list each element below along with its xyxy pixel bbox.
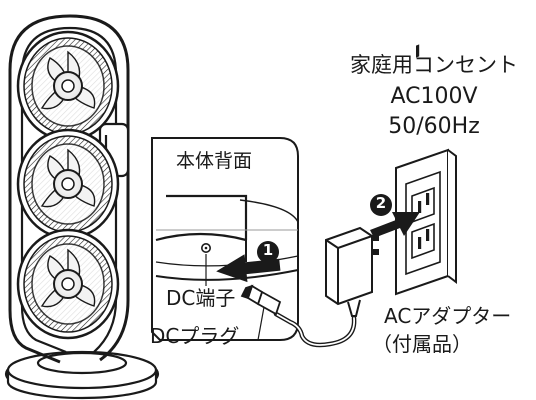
dc-plug-icon <box>240 284 282 316</box>
fan-frame <box>8 14 130 364</box>
arrow-icon <box>370 212 420 238</box>
ac-adapter-icon <box>325 226 379 317</box>
outlet-title: 家庭用コンセント <box>350 53 518 77</box>
dc-jack-icon <box>201 243 212 254</box>
step-2-number: 2 <box>375 194 387 212</box>
outlet-frequency: 50/60Hz <box>388 114 480 139</box>
outlet-voltage: AC100V <box>390 84 478 109</box>
inset-title: 本体背面 <box>176 150 253 172</box>
step-1-number: 1 <box>262 241 274 259</box>
adapter-note: （付属品） <box>372 332 472 356</box>
step-badge-icon <box>370 194 392 216</box>
fan-head-bottom <box>16 228 120 340</box>
dc-plug-label: DCプラグ <box>150 324 240 348</box>
adapter-label: ACアダプター <box>384 304 512 328</box>
fan-head-top <box>16 30 120 142</box>
inset-rear-view <box>151 137 299 341</box>
fan-head-middle <box>16 128 120 240</box>
fan-heads <box>16 30 120 340</box>
step-badge-icon <box>257 241 279 263</box>
wall-outlet-icon <box>395 44 457 296</box>
dc-jack-label: DC端子 <box>166 286 236 310</box>
fan-tower <box>4 14 160 400</box>
